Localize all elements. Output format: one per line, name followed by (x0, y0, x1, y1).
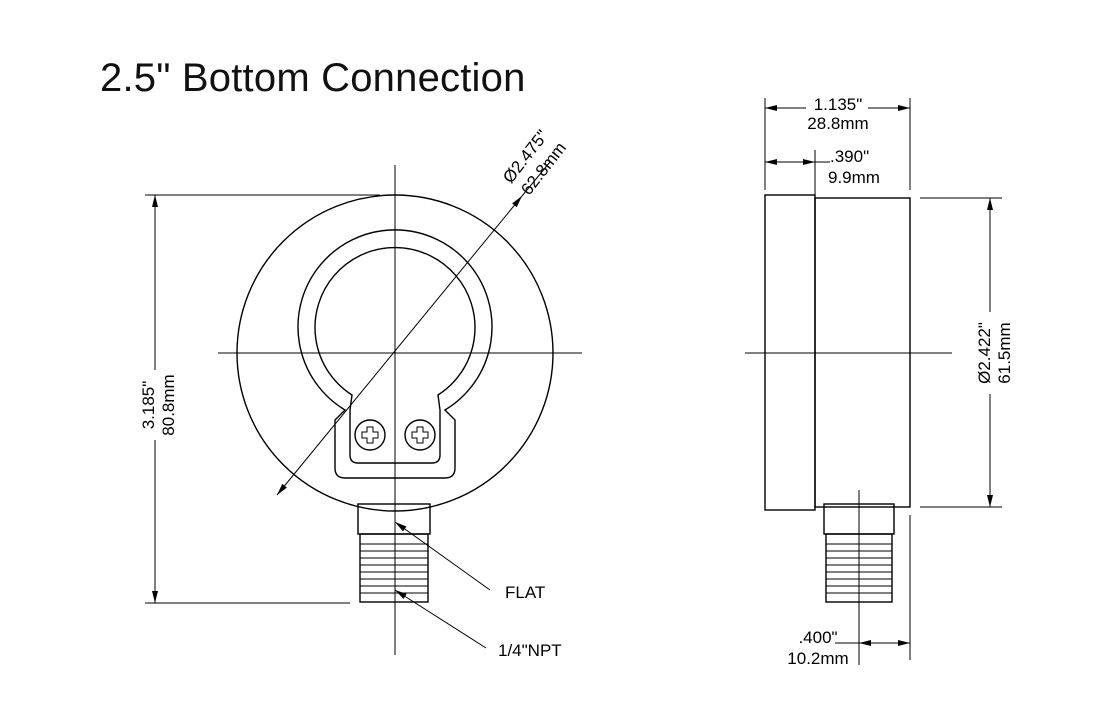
front-view: Ø2.475" 62.8mm 3.185" 80.8mm FLAT 1/4"NP… (139, 126, 582, 660)
threaded-stem (359, 533, 429, 603)
case-label-gap (975, 312, 1021, 394)
thread-label: 1/4"NPT (498, 641, 562, 660)
case-diameter-in-label: Ø2.422" (975, 322, 994, 384)
stem-offset-in-label: .400" (798, 628, 837, 647)
height-mm-label: 80.8mm (159, 374, 178, 435)
dial-diameter-leader (521, 161, 551, 197)
depth-in-label: 1.135" (814, 95, 863, 114)
flat-leader (394, 521, 491, 591)
height-label-gap (140, 370, 184, 440)
screw-right (404, 419, 436, 451)
stem-offset-mm-label: 10.2mm (787, 649, 848, 668)
side-view: 1.135" 28.8mm .390" 9.9mm Ø2.422" 61.5mm… (745, 95, 1021, 668)
thread-leader (394, 589, 487, 649)
height-in-label: 3.185" (139, 381, 158, 430)
bezel-mm-label: 9.9mm (828, 168, 880, 187)
flat-label: FLAT (505, 583, 545, 602)
depth-mm-label: 28.8mm (807, 114, 868, 133)
screw-left (354, 419, 386, 451)
bezel-in-label: .390" (830, 147, 869, 166)
page-title: 2.5" Bottom Connection (100, 56, 526, 100)
dial-diameter-dimension-line (276, 195, 523, 496)
case-diameter-mm-label: 61.5mm (995, 322, 1014, 383)
depth-label-gap (806, 96, 868, 118)
